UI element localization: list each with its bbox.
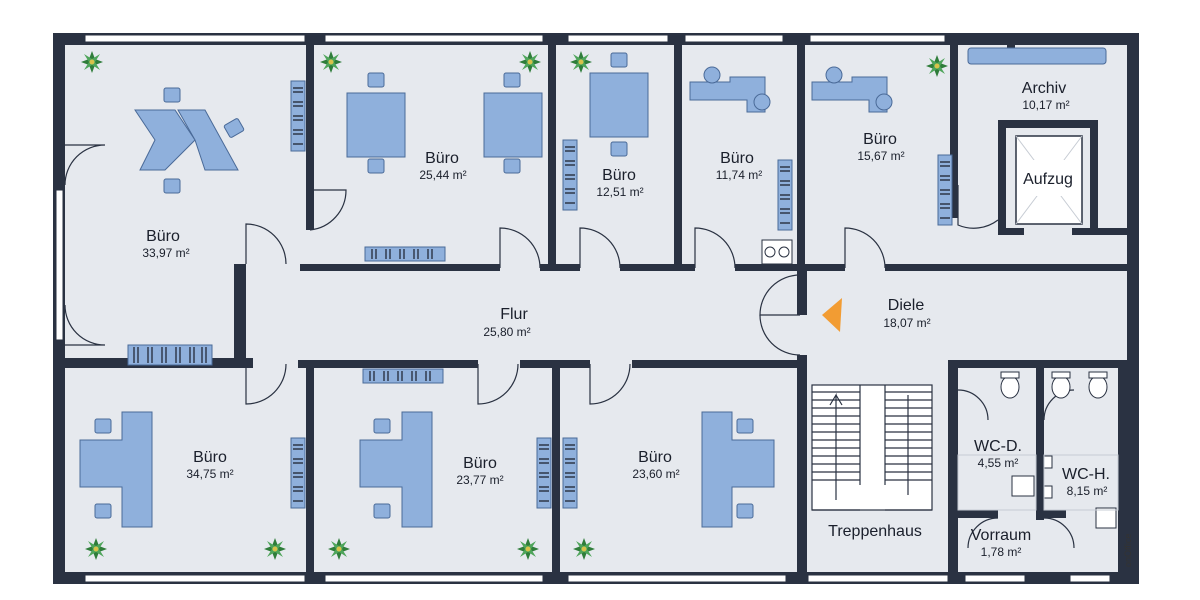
room-area-flur: 25,80 m² bbox=[483, 325, 530, 339]
windows bbox=[55, 34, 1111, 583]
room-label-buero-c: Büro bbox=[602, 167, 636, 184]
plant-icon bbox=[320, 51, 342, 73]
room-label-buero-b: Büro bbox=[425, 150, 459, 167]
brand-logo: onOffice bbox=[1123, 534, 1133, 567]
room-label-buero-d: Büro bbox=[720, 150, 754, 167]
room-area-buero-c: 12,51 m² bbox=[596, 185, 643, 199]
room-area-wc-h: 8,15 m² bbox=[1067, 484, 1108, 498]
interior-walls bbox=[53, 33, 1127, 584]
plant-icon bbox=[328, 538, 350, 560]
room-label-buero-h: Büro bbox=[638, 449, 672, 466]
room-area-buero-f: 34,75 m² bbox=[186, 467, 233, 481]
elevator bbox=[1015, 135, 1083, 225]
room-area-buero-b: 25,44 m² bbox=[419, 168, 466, 182]
room-label-wc-d: WC-D. bbox=[974, 438, 1022, 455]
plant-icon bbox=[570, 51, 592, 73]
room-area-diele: 18,07 m² bbox=[883, 316, 930, 330]
room-label-buero-f: Büro bbox=[193, 449, 227, 466]
room-area-vorraum: 1,78 m² bbox=[981, 545, 1022, 559]
room-label-treppenhaus: Treppenhaus bbox=[828, 523, 922, 540]
room-area-buero-a: 33,97 m² bbox=[142, 246, 189, 260]
furniture-buero-e bbox=[811, 66, 953, 226]
room-area-buero-e: 15,67 m² bbox=[857, 149, 904, 163]
room-label-aufzug: Aufzug bbox=[1023, 171, 1073, 188]
wc-fixtures bbox=[957, 371, 1119, 529]
staircase bbox=[811, 384, 933, 511]
location-arrow-icon bbox=[822, 298, 842, 332]
room-label-wc-h: WC-H. bbox=[1062, 466, 1110, 483]
plant-icon bbox=[926, 55, 948, 77]
furniture-buero-c bbox=[562, 52, 649, 211]
room-label-buero-g: Büro bbox=[463, 455, 497, 472]
room-label-vorraum: Vorraum bbox=[971, 527, 1031, 544]
furniture-buero-h bbox=[562, 411, 775, 528]
plant-icon bbox=[264, 538, 286, 560]
room-label-buero-e: Büro bbox=[863, 131, 897, 148]
furniture-buero-b bbox=[346, 72, 543, 262]
plant-icon bbox=[517, 538, 539, 560]
room-area-buero-g: 23,77 m² bbox=[456, 473, 503, 487]
plant-icon bbox=[519, 51, 541, 73]
plant-icon bbox=[573, 538, 595, 560]
room-label-buero-a: Büro bbox=[146, 228, 180, 245]
room-area-buero-d: 11,74 m² bbox=[716, 168, 762, 182]
room-area-wc-d: 4,55 m² bbox=[978, 456, 1019, 470]
room-area-buero-h: 23,60 m² bbox=[632, 467, 679, 481]
furniture-buero-d bbox=[689, 66, 793, 265]
plant-icon bbox=[81, 51, 103, 73]
plant-icon bbox=[85, 538, 107, 560]
furniture-buero-g bbox=[359, 368, 552, 528]
archive-shelf bbox=[967, 47, 1107, 65]
furniture-buero-a bbox=[127, 80, 306, 366]
room-area-archiv: 10,17 m² bbox=[1022, 98, 1069, 112]
room-label-diele: Diele bbox=[888, 297, 925, 314]
furniture-buero-f bbox=[79, 411, 306, 528]
room-label-archiv: Archiv bbox=[1022, 80, 1066, 97]
room-label-flur: Flur bbox=[500, 306, 528, 323]
